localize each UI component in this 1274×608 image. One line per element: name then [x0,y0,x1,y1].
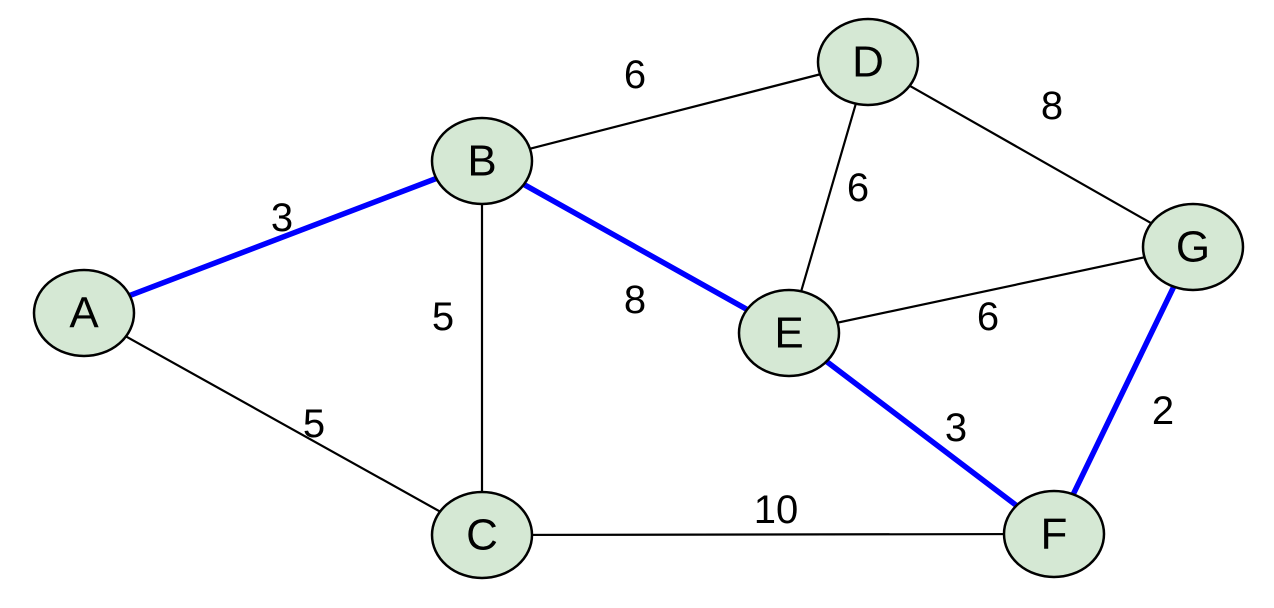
node-D-circle[interactable] [816,17,920,107]
node-E-label: E [774,309,803,358]
edge-E-F [786,330,1057,537]
node-E-circle[interactable] [737,288,841,378]
edge-C-F-weight-label: 10 [754,488,799,532]
edge-B-D [480,60,870,163]
edge-F-G-weight-label: 2 [1152,389,1174,433]
edge-D-G-weight-label: 8 [1041,84,1063,128]
node-C[interactable]: C [430,490,534,580]
edge-A-C [82,311,484,537]
node-A-circle[interactable] [32,268,136,358]
node-C-label: C [466,511,498,560]
edge-B-E-weight-label: 8 [624,278,646,322]
node-F[interactable]: F [1002,489,1106,579]
edge-C-F [480,532,1056,537]
node-D-label: D [852,38,884,87]
edge-A-B [81,158,485,316]
node-C-circle[interactable] [430,490,534,580]
node-B-label: B [467,137,496,186]
node-G[interactable]: G [1141,202,1245,292]
edge-F-G [1051,244,1196,537]
node-B-circle[interactable] [430,116,534,206]
node-E[interactable]: E [737,288,841,378]
node-D[interactable]: D [816,17,920,107]
node-G-label: G [1176,223,1210,272]
edge-D-E-weight-label: 6 [847,166,869,210]
edge-E-G [787,245,1195,335]
node-B[interactable]: B [430,116,534,206]
edge-A-C-weight-label: 5 [303,402,325,446]
node-A[interactable]: A [32,268,136,358]
edge-D-E [787,60,870,335]
edge-A-B-weight-label: 3 [271,196,293,240]
edge-B-D-weight-label: 6 [624,53,646,97]
node-F-circle[interactable] [1002,489,1106,579]
edge-B-E [479,158,792,336]
edge-B-C-weight-label: 5 [432,295,454,339]
node-F-label: F [1041,510,1068,559]
edge-E-F-weight-label: 3 [945,406,967,450]
edge-D-G [866,60,1195,249]
node-A-label: A [69,289,99,338]
edge-E-G-weight-label: 6 [977,295,999,339]
node-G-circle[interactable] [1141,202,1245,292]
